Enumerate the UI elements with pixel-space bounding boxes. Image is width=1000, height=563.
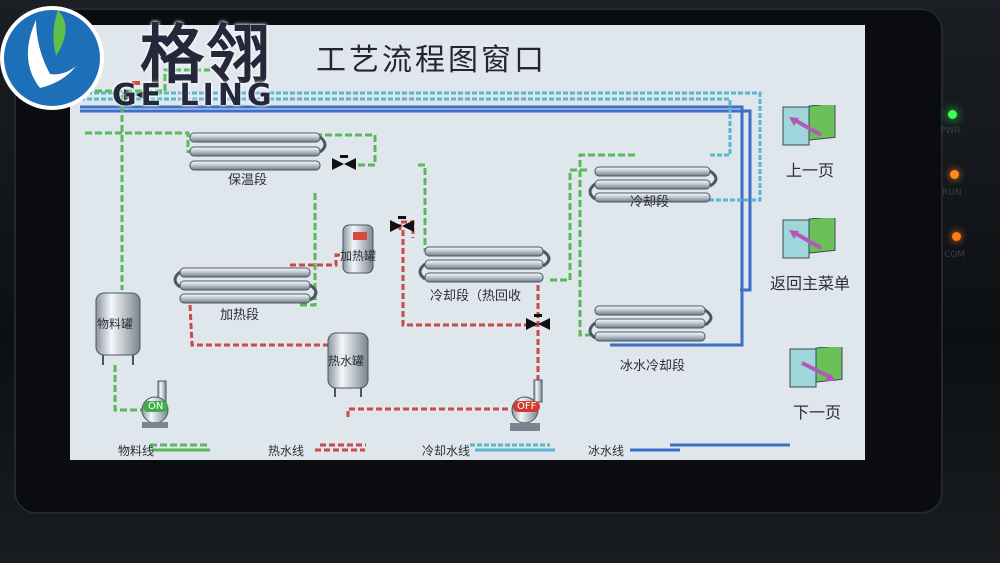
- valve-icon[interactable]: [124, 81, 148, 101]
- next-page-button[interactable]: 下一页: [782, 347, 852, 447]
- legend-ice-water: 冰水线: [588, 444, 625, 458]
- page-arrow-icon: [782, 105, 836, 146]
- material-tank: [95, 292, 141, 365]
- ice-water-exchanger: [588, 305, 713, 342]
- run-label: RUN: [942, 188, 962, 198]
- brand-name-en: GE LING: [112, 78, 276, 113]
- keep-warm-label: 保温段: [228, 173, 268, 188]
- prev-page-label: 上一页: [785, 161, 834, 180]
- brand-logo-icon: [0, 6, 104, 110]
- material-lines: [85, 68, 635, 447]
- heating-tank-label: 加热罐: [340, 249, 377, 263]
- cooling-label: 冷却段: [630, 195, 670, 210]
- legend-cooling-water: 冷却水线: [422, 444, 471, 458]
- cooling-water-lines: [80, 91, 762, 447]
- com-label: COM: [944, 250, 966, 260]
- next-page-label: 下一页: [792, 403, 841, 422]
- ice-water-cooling-label: 冰水冷却段: [620, 359, 686, 374]
- heating-exchanger: [173, 267, 318, 304]
- page-arrow-icon: [782, 218, 836, 259]
- pwr-label: PWR: [940, 126, 961, 136]
- hot-water-tank-label: 热水罐: [328, 354, 365, 368]
- heat-recovery-exchanger: [418, 246, 551, 283]
- pwr-led: [948, 110, 957, 119]
- material-pump-status: ON: [143, 401, 169, 412]
- main-menu-button[interactable]: 返回主菜单: [770, 218, 850, 318]
- brand-name-cn: 格翎: [140, 19, 272, 93]
- material-tank-label: 物料罐: [97, 317, 134, 331]
- keep-warm-exchanger: [189, 132, 327, 171]
- heating-tank: [342, 224, 374, 274]
- ice-water-lines: [80, 105, 790, 447]
- legend-material: 物料线: [118, 444, 155, 458]
- valve-icon[interactable]: [332, 155, 356, 170]
- valve-icon[interactable]: [390, 216, 414, 232]
- window-title: 工艺流程图窗口: [316, 43, 547, 78]
- hot-water-tank: [327, 332, 369, 397]
- prev-page-button[interactable]: 上一页: [775, 105, 845, 205]
- hot-water-pump-status: OFF: [513, 401, 541, 412]
- legend-hot-water: 热水线: [268, 444, 305, 458]
- page-arrow-icon: [789, 347, 843, 388]
- com-led: [952, 232, 961, 241]
- heat-recovery-label: 冷却段（热回收: [430, 289, 522, 304]
- cooling-exchanger: [588, 166, 718, 203]
- valve-icon[interactable]: [526, 314, 550, 330]
- heating-label: 加热段: [220, 308, 260, 323]
- main-menu-label: 返回主菜单: [769, 274, 850, 293]
- hmi-screen: 工艺流程图窗口 保温段 加热段 加热罐 冷却段（热回收 冷却段 冰水冷却段 物料…: [70, 25, 865, 460]
- run-led: [950, 170, 959, 179]
